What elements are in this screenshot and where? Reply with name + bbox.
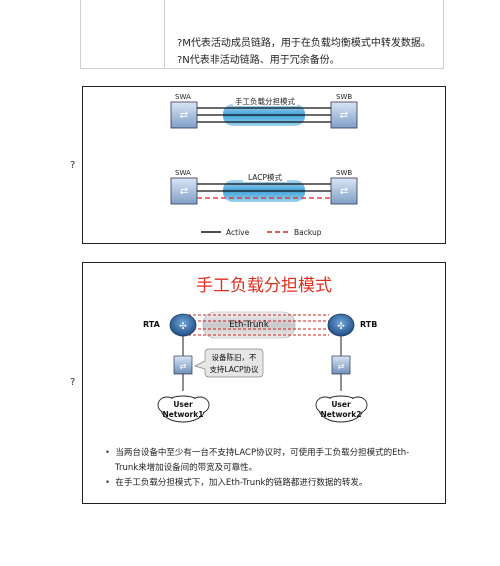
router-arrows-icon: ✣ [337, 322, 345, 332]
network1-line1: User [173, 400, 193, 409]
bullet1-line1: 当两台设备中至少有一台不支持LACP协议时，可使用手工负载分担模式的Eth- [115, 448, 410, 458]
question-mark: ? [70, 377, 76, 388]
network2-line2: Network2 [321, 410, 362, 419]
network1-line2: Network1 [163, 410, 204, 419]
bullet-item: • 在手工负载分担模式下，加入Eth-Trunk的链路都进行数据的转发。 [105, 476, 435, 491]
callout-line1: 设备陈旧，不 [212, 352, 257, 362]
bullet-item: • 当两台设备中至少有一台不支持LACP协议时，可使用手工负载分担模式的Eth-… [105, 446, 435, 476]
manual-load-balance-svg: 手工负载分担模式 Eth-Trunk RTA ✣ ✣ RTB ⇄ ⇄ 设备陈旧，… [143, 276, 377, 423]
bullet2-text: 在手工负载分担模式下，加入Eth-Trunk的链路都进行数据的转发。 [115, 478, 368, 488]
cloud-network1: User Network1 [157, 395, 210, 423]
router-arrows-icon: ✣ [179, 322, 187, 332]
bullet-list: • 当两台设备中至少有一台不支持LACP协议时，可使用手工负载分担模式的Eth-… [105, 446, 435, 491]
legend: Active Backup [201, 228, 322, 237]
switch-arrows-icon: ⇄ [180, 362, 187, 371]
cloud-network2: User Network2 [315, 395, 368, 423]
switch-arrows-icon: ⇄ [180, 110, 188, 121]
legend-active-label: Active [226, 228, 250, 237]
table-line-inactive-link: ?N代表非活动链路、用于冗余备份。 [177, 55, 340, 66]
bullet1-line2: Trunk来增加设备间的带宽及可靠性。 [115, 463, 258, 473]
table-fragment: ?M代表活动成员链路，用于在负载均衡模式中转发数据。 ?N代表非活动链路、用于冗… [80, 0, 444, 69]
switch-icon [330, 177, 358, 205]
bullet-dot-icon: • [105, 478, 111, 488]
bullet-dot-icon: • [105, 448, 111, 458]
table-divider [164, 0, 165, 68]
figure-trunk-modes-svg: SWA ⇄ SWB ⇄ 手工负载分担模式 SWA ⇄ SWB ⇄ [170, 93, 358, 237]
switch-arrows-icon: ⇄ [340, 110, 348, 121]
swb-label: SWB [336, 93, 352, 101]
swb-label: SWB [336, 169, 352, 177]
eth-trunk-label: Eth-Trunk [229, 320, 269, 330]
lacp-mode-label: LACP模式 [248, 172, 283, 182]
switch-arrows-icon: ⇄ [180, 186, 188, 197]
callout-line2: 支持LACP协议 [209, 364, 259, 374]
label-backdrop [243, 172, 287, 182]
switch-icon [330, 101, 358, 129]
table-line-member-link: ?M代表活动成员链路，用于在负载均衡模式中转发数据。 [177, 38, 431, 49]
figure-trunk-modes: SWA ⇄ SWB ⇄ 手工负载分担模式 SWA ⇄ SWB ⇄ [82, 86, 446, 244]
manual-mode-label: 手工负载分担模式 [235, 96, 295, 106]
rtb-label: RTB [360, 320, 377, 329]
switch-icon [170, 177, 198, 205]
swa-label: SWA [175, 169, 191, 177]
figure-manual-load-balance: 手工负载分担模式 Eth-Trunk RTA ✣ ✣ RTB ⇄ ⇄ 设备陈旧，… [82, 262, 446, 504]
question-mark: ? [70, 160, 76, 171]
trunk-pipe [202, 311, 296, 339]
switch-arrows-icon: ⇄ [338, 362, 345, 371]
rta-label: RTA [143, 320, 161, 329]
switch-arrows-icon: ⇄ [340, 186, 348, 197]
label-backdrop [233, 96, 297, 106]
swa-label: SWA [175, 93, 191, 101]
switch-icon [170, 101, 198, 129]
callout-bubble [194, 348, 264, 378]
manual-mode-diagram: SWA ⇄ SWB ⇄ 手工负载分担模式 [170, 93, 358, 129]
network2-line1: User [331, 400, 351, 409]
lacp-mode-diagram: SWA ⇄ SWB ⇄ LACP模式 [170, 169, 358, 205]
legend-backup-label: Backup [294, 228, 322, 237]
figure-title: 手工负载分担模式 [196, 276, 332, 296]
